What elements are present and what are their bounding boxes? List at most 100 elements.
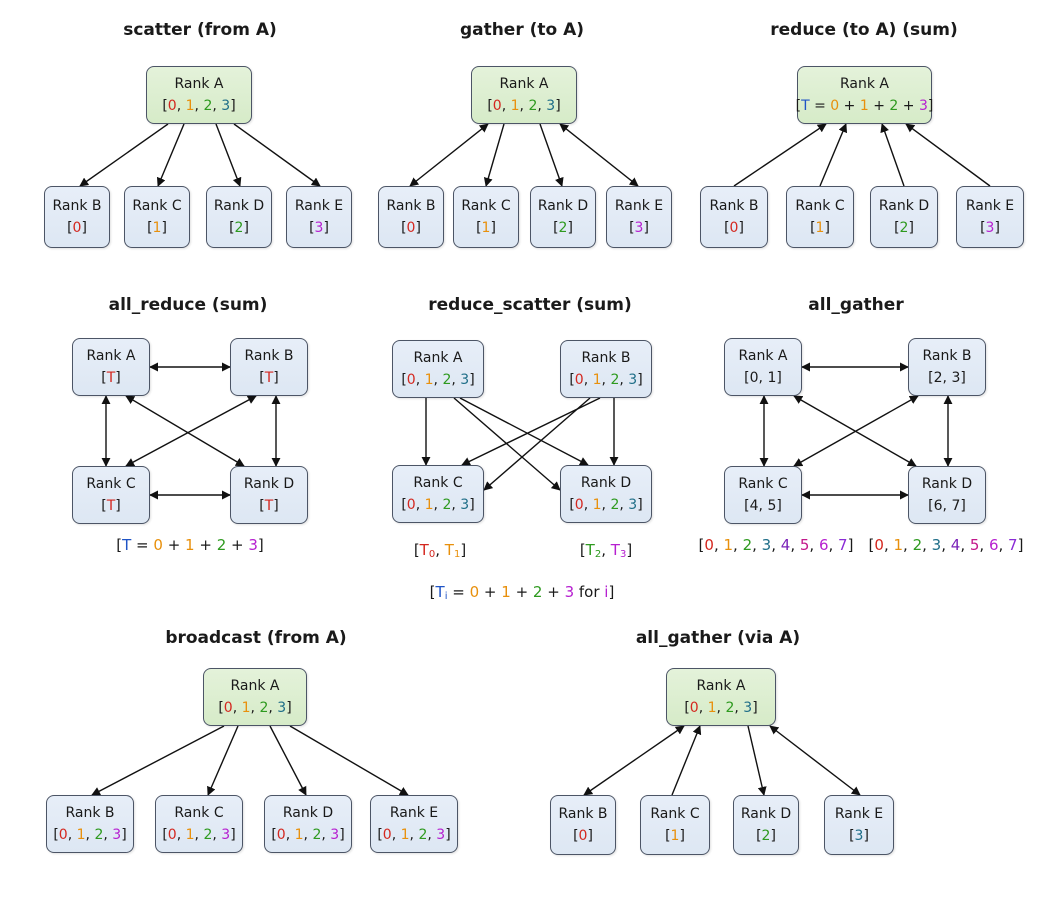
allreduce-rank-d: Rank D [T] (230, 466, 308, 524)
node-value: [1] (810, 219, 830, 236)
node-value: [3] (980, 219, 1000, 236)
connector-arrow (539, 123, 564, 187)
allgather-result-d: [0, 1, 2, 3, 4, 5, 6, 7] (868, 536, 1024, 554)
node-value: [2, 3] (928, 369, 966, 386)
broadcast-rank-b: Rank B [0, 1, 2, 3] (46, 795, 134, 853)
node-value: [0, 1, 2, 3] (162, 97, 236, 114)
reducescatter-result-c: [T0, T1] (413, 541, 467, 560)
connector-arrow (215, 123, 242, 187)
connector-arrow (793, 395, 917, 467)
node-value: [2] (229, 219, 249, 236)
node-name: Rank B (244, 347, 294, 364)
reduce-rank-c: Rank C [1] (786, 186, 854, 248)
node-name: Rank E (965, 197, 1015, 214)
reduce-rank-a: Rank A [T = 0 + 1 + 2 + 3] (795, 66, 934, 124)
node-value: [0, 1, 2, 3] (569, 371, 643, 388)
node-value: [2] (553, 219, 573, 236)
gather-rank-b: Rank B [0] (378, 186, 444, 248)
node-value: [0] (67, 219, 87, 236)
node-value: [0, 1, 2, 3] (271, 826, 345, 843)
node-value: [3] (849, 827, 869, 844)
node-value: [0] (573, 827, 593, 844)
node-name: Rank D (243, 475, 295, 492)
node-name: Rank A (413, 349, 463, 366)
node-name: Rank D (878, 197, 930, 214)
node-name: Rank E (834, 805, 884, 822)
broadcast-rank-a: Rank A [0, 1, 2, 3] (203, 668, 307, 726)
connector-arrow (733, 123, 827, 187)
connector-arrow (769, 725, 861, 796)
node-value: [0, 1, 2, 3] (53, 826, 127, 843)
node-name: Rank D (537, 197, 589, 214)
node-value: [1] (665, 827, 685, 844)
node-value: [T = 0 + 1 + 2 + 3] (795, 97, 934, 114)
broadcast-rank-d: Rank D [0, 1, 2, 3] (264, 795, 352, 853)
title-all-gather: all_gather (808, 295, 904, 315)
node-value: [0, 1, 2, 3] (401, 371, 475, 388)
node-name: Rank D (740, 805, 792, 822)
via-rank-c: Rank C [1] (640, 795, 710, 855)
node-value: [3] (629, 219, 649, 236)
reduce-rank-b: Rank B [0] (700, 186, 768, 248)
connector-arrow (583, 725, 685, 796)
node-name: Rank B (558, 805, 608, 822)
broadcast-rank-e: Rank E [0, 1, 2, 3] (370, 795, 458, 853)
node-value: [0, 1, 2, 3] (162, 826, 236, 843)
connector-arrow (671, 725, 702, 796)
connector-arrow (269, 725, 307, 796)
node-name: Rank C (86, 475, 136, 492)
node-name: Rank A (230, 677, 280, 694)
scatter-rank-c: Rank C [1] (124, 186, 190, 248)
node-name: Rank D (282, 804, 334, 821)
allgather-result-c: [0, 1, 2, 3, 4, 5, 6, 7] (698, 536, 854, 554)
node-name: Rank A (499, 75, 549, 92)
node-name: Rank D (213, 197, 265, 214)
node-name: Rank B (386, 197, 436, 214)
node-value: [0] (401, 219, 421, 236)
node-value: [0, 1, 2, 3] (487, 97, 561, 114)
connector-arrow (125, 395, 245, 467)
connector-arrow (79, 123, 169, 187)
node-value: [T] (101, 497, 121, 514)
allreduce-rank-c: Rank C [T] (72, 466, 150, 524)
title-scatter: scatter (from A) (123, 20, 277, 40)
node-value: [0, 1, 2, 3] (569, 496, 643, 513)
connector-arrow (559, 123, 639, 187)
node-name: Rank C (738, 475, 788, 492)
node-name: Rank C (132, 197, 182, 214)
node-value: [0, 1, 2, 3] (401, 496, 475, 513)
node-value: [1] (147, 219, 167, 236)
allgather-rank-b: Rank B [2, 3] (908, 338, 986, 396)
connector-arrow (483, 123, 505, 187)
connector-arrow (233, 123, 321, 187)
node-value: [2] (756, 827, 776, 844)
node-name: Rank C (795, 197, 845, 214)
via-rank-b: Rank B [0] (550, 795, 616, 855)
reducescatter-formula: [Ti = 0 + 1 + 2 + 3 for i] (429, 583, 615, 602)
node-value: [3] (309, 219, 329, 236)
connector-arrow (747, 725, 767, 796)
reducescatter-rank-c: Rank C [0, 1, 2, 3] (392, 465, 484, 523)
node-name: Rank D (921, 475, 973, 492)
node-value: [0, 1, 2, 3] (684, 699, 758, 716)
node-value: [6, 7] (928, 497, 966, 514)
node-name: Rank B (581, 349, 631, 366)
scatter-rank-e: Rank E [3] (286, 186, 352, 248)
connector-arrow (289, 725, 409, 796)
node-value: [4, 5] (744, 497, 782, 514)
connector-arrow (819, 123, 848, 187)
node-value: [0, 1, 2, 3] (218, 699, 292, 716)
broadcast-rank-c: Rank C [0, 1, 2, 3] (155, 795, 243, 853)
gather-rank-d: Rank D [2] (530, 186, 596, 248)
title-gather: gather (to A) (459, 20, 585, 40)
node-name: Rank C (461, 197, 511, 214)
node-name: Rank A (174, 75, 224, 92)
node-name: Rank A (839, 75, 889, 92)
reducescatter-result-d: [T2, T3] (579, 541, 633, 560)
connector-arrow (207, 725, 239, 796)
reduce-rank-d: Rank D [2] (870, 186, 938, 248)
reduce-rank-e: Rank E [3] (956, 186, 1024, 248)
gather-rank-a: Rank A [0, 1, 2, 3] (471, 66, 577, 124)
title-broadcast: broadcast (from A) (165, 628, 347, 648)
